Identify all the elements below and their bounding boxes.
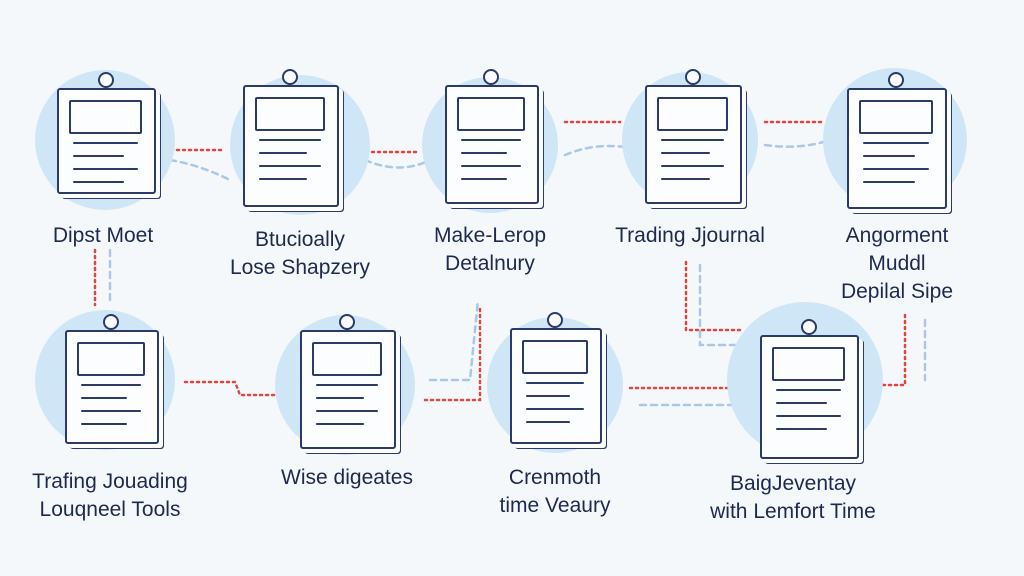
node-label: Make-Lerop: [433, 224, 547, 247]
text-line: [863, 168, 929, 170]
text-line: [461, 178, 507, 180]
text-line: [526, 421, 570, 423]
node-label: Muddl: [868, 252, 926, 275]
dotted-connector: [183, 380, 287, 397]
content-box: [312, 342, 382, 376]
text-line: [316, 384, 378, 386]
document-icon: [510, 328, 602, 444]
text-line: [526, 395, 570, 397]
content-box: [657, 97, 728, 131]
content-box: [457, 97, 525, 131]
content-box: [859, 100, 933, 134]
text-line: [661, 152, 710, 154]
node-label: Louqneel Tools: [39, 498, 181, 521]
content-box: [69, 100, 142, 134]
node-label: Btucioally: [255, 228, 345, 251]
text-line: [259, 178, 307, 180]
dotted-connector: [878, 313, 907, 387]
pin-icon: [103, 314, 119, 330]
dotted-connector: [684, 260, 742, 332]
text-line: [81, 397, 127, 399]
text-line: [526, 408, 584, 410]
dashed-connector: [168, 158, 232, 182]
pin-icon: [547, 312, 563, 328]
document-icon: [65, 330, 159, 444]
node-label: time Veaury: [499, 494, 611, 517]
text-line: [776, 389, 841, 391]
document-icon: [243, 85, 339, 207]
text-line: [259, 139, 321, 141]
document-icon: [300, 330, 396, 449]
text-line: [776, 428, 827, 430]
content-box: [522, 340, 588, 374]
text-line: [661, 178, 710, 180]
document-icon: [645, 85, 742, 204]
pin-icon: [684, 69, 701, 85]
text-line: [661, 139, 724, 141]
node-label: Trafing Jouading: [32, 470, 188, 493]
dashed-connector: [428, 298, 480, 382]
text-line: [863, 181, 915, 183]
node-label: Wise digeates: [281, 466, 413, 489]
pin-icon: [97, 72, 114, 88]
text-line: [316, 423, 364, 425]
content-box: [772, 347, 845, 381]
node-label: BaigJeventay: [729, 472, 857, 495]
text-line: [863, 155, 915, 157]
node-label: Trading Jjournal: [615, 224, 765, 247]
content-box: [255, 97, 325, 131]
text-line: [73, 155, 124, 157]
text-line: [73, 168, 138, 170]
document-icon: [57, 88, 156, 194]
content-box: [77, 342, 145, 376]
pin-icon: [800, 319, 817, 335]
pin-icon: [282, 69, 298, 85]
document-icon: [445, 85, 539, 204]
node-label: Depilal Sipe: [840, 280, 954, 303]
node-label: Lose Shapzery: [229, 256, 371, 279]
text-line: [776, 415, 841, 417]
node-label: Angorment: [845, 224, 949, 247]
pin-icon: [483, 69, 499, 85]
text-line: [661, 165, 724, 167]
text-line: [259, 165, 321, 167]
text-line: [259, 152, 307, 154]
text-line: [461, 152, 507, 154]
text-line: [81, 423, 127, 425]
node-label: Detalnury: [445, 252, 535, 275]
text-line: [863, 142, 929, 144]
pin-icon: [888, 72, 904, 88]
text-line: [526, 382, 584, 384]
pin-icon: [339, 314, 355, 330]
text-line: [73, 142, 138, 144]
node-label: Crenmoth: [508, 466, 602, 489]
dashed-connector: [363, 158, 432, 169]
text-line: [461, 139, 521, 141]
text-line: [776, 402, 827, 404]
dotted-connector: [423, 303, 482, 402]
text-line: [73, 181, 124, 183]
text-line: [316, 397, 364, 399]
document-icon: [847, 88, 947, 209]
text-line: [461, 165, 521, 167]
document-icon: [760, 335, 859, 459]
text-line: [81, 384, 141, 386]
dashed-connector: [763, 138, 832, 148]
text-line: [81, 410, 141, 412]
node-label: Dipst Moet: [52, 224, 154, 247]
text-line: [316, 410, 378, 412]
node-label: with Lemfort Time: [710, 500, 876, 523]
